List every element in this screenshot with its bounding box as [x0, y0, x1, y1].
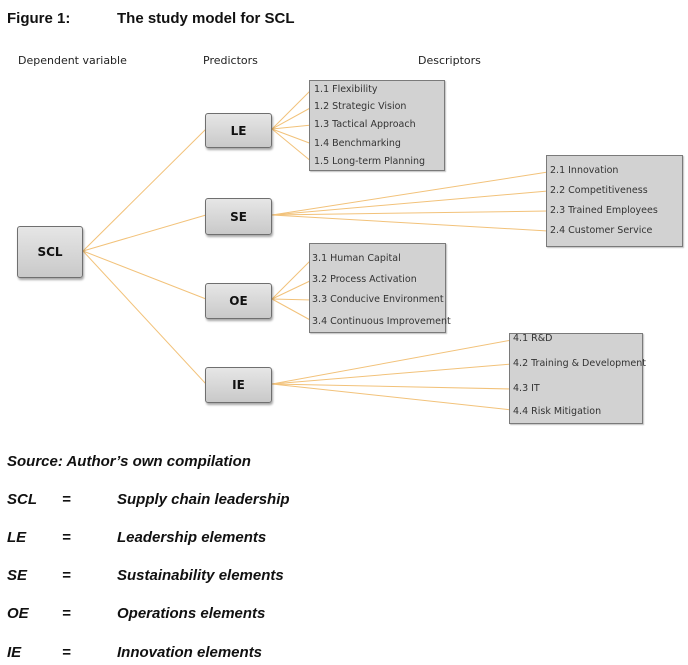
descriptor-ie-4-4: 4.4 Risk Mitigation: [513, 406, 602, 417]
link-se-2-4: [271, 214, 549, 232]
link-ie-4-4: [271, 383, 513, 411]
figure-label: Figure 1:: [7, 10, 71, 27]
header-predictors: Predictors: [203, 54, 258, 67]
descriptor-oe-3-1: 3.1 Human Capital: [312, 253, 401, 264]
link-se-2-3: [271, 210, 549, 216]
link-le-1-4: [271, 128, 313, 145]
header-descriptors: Descriptors: [418, 54, 481, 67]
legend-abbr-se: SE: [7, 567, 28, 584]
descriptor-ie-4-3: 4.3 IT: [513, 383, 540, 394]
descriptor-le-1-3: 1.3 Tactical Approach: [314, 119, 416, 130]
descriptor-ie-4-1: 4.1 R&D: [513, 333, 553, 344]
source-note: Source: Author’s own compilation: [7, 453, 251, 470]
link-oe-3-2: [271, 279, 313, 300]
descriptor-box-oe: [309, 243, 446, 333]
descriptor-le-1-2: 1.2 Strategic Vision: [314, 101, 407, 112]
legend-eq-se: =: [62, 567, 71, 584]
link-ie-4-1: [271, 339, 513, 385]
legend-meaning-le: Leadership elements: [117, 529, 267, 546]
descriptor-se-2-3: 2.3 Trained Employees: [550, 205, 658, 216]
figure-title: The study model for SCL: [117, 10, 295, 27]
legend-eq-le: =: [62, 529, 71, 546]
header-dependent-variable: Dependent variable: [18, 54, 127, 67]
link-le-1-5: [271, 128, 313, 163]
node-ie: IE: [205, 367, 272, 403]
link-ie-4-3: [271, 383, 513, 390]
legend-abbr-scl: SCL: [7, 491, 37, 508]
link-se-2-1: [271, 171, 549, 216]
node-se: SE: [205, 198, 272, 235]
descriptor-ie-4-2: 4.2 Training & Development: [513, 358, 647, 369]
legend-abbr-ie: IE: [7, 644, 22, 661]
link-scl-ie: [82, 250, 207, 385]
link-le-1-3: [271, 124, 313, 130]
node-scl: SCL: [17, 226, 83, 278]
link-le-1-1: [271, 88, 313, 130]
link-scl-le: [82, 128, 207, 252]
descriptor-box-ie: [509, 333, 643, 424]
descriptor-oe-3-4: 3.4 Continuous Improvement: [312, 316, 451, 327]
link-oe-3-1: [271, 258, 313, 300]
descriptor-se-2-1: 2.1 Innovation: [550, 165, 619, 176]
link-se-2-2: [271, 190, 549, 216]
link-le-1-2: [271, 106, 313, 130]
legend-abbr-oe: OE: [7, 605, 29, 622]
legend-abbr-le: LE: [7, 529, 27, 546]
descriptor-le-1-5: 1.5 Long-term Planning: [314, 156, 426, 167]
descriptor-le-1-4: 1.4 Benchmarking: [314, 138, 401, 149]
legend-meaning-ie: Innovation elements: [117, 644, 263, 661]
descriptor-box-le: [309, 80, 445, 171]
descriptor-oe-3-2: 3.2 Process Activation: [312, 274, 417, 285]
link-oe-3-3: [271, 298, 313, 301]
link-oe-3-4: [271, 298, 313, 322]
descriptor-se-2-2: 2.2 Competitiveness: [550, 185, 648, 196]
link-scl-oe: [82, 250, 207, 300]
descriptor-oe-3-3: 3.3 Conducive Environment: [312, 294, 444, 305]
node-oe: OE: [205, 283, 272, 319]
descriptor-box-se: [546, 155, 683, 247]
legend-meaning-se: Sustainability elements: [117, 567, 284, 584]
link-scl-se: [82, 214, 207, 252]
legend-eq-oe: =: [62, 605, 71, 622]
legend-eq-scl: =: [62, 491, 71, 508]
legend-meaning-oe: Operations elements: [117, 605, 266, 622]
legend-eq-ie: =: [62, 644, 71, 661]
legend-meaning-scl: Supply chain leadership: [117, 491, 290, 508]
node-le: LE: [205, 113, 272, 148]
link-ie-4-2: [271, 363, 513, 385]
descriptor-se-2-4: 2.4 Customer Service: [550, 225, 653, 236]
descriptor-le-1-1: 1.1 Flexibility: [314, 84, 378, 95]
